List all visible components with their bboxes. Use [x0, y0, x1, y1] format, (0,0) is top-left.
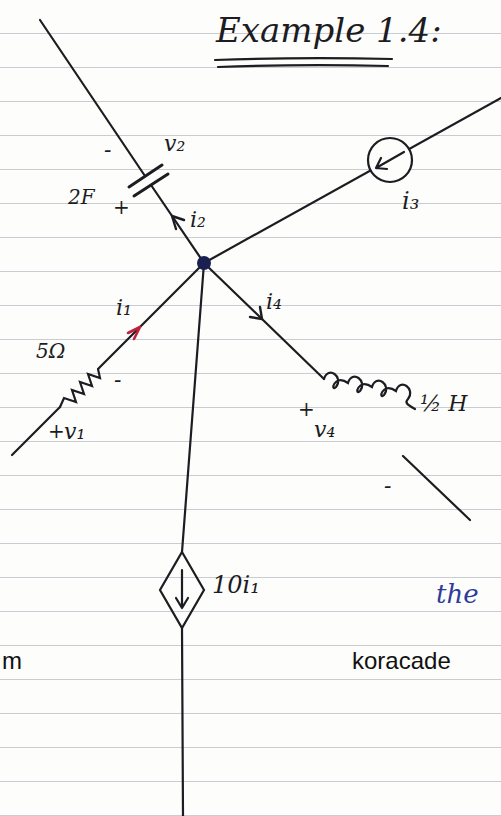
inductor-symbol: [324, 373, 415, 409]
title-underline: [215, 58, 392, 60]
watermark: m: [2, 648, 22, 674]
source-gain-label: 10i₁: [212, 572, 260, 598]
current-arrow: [250, 307, 262, 319]
junction-dot: [197, 256, 211, 270]
title: Example 1.4:: [216, 12, 442, 49]
current-arrow: [128, 327, 140, 339]
voltage-label: v₄: [314, 418, 335, 442]
capacitor-plate: [134, 174, 168, 196]
dependent-source-symbol: [160, 552, 204, 628]
voltage-label: v₂: [164, 132, 185, 156]
polarity-sign: -: [384, 474, 391, 498]
current-label: i₁: [116, 296, 132, 320]
current-source-symbol: [368, 138, 412, 182]
current-arrow: [172, 216, 184, 229]
wire: [403, 456, 470, 520]
wire: [204, 263, 324, 379]
polarity-sign: +: [113, 196, 130, 218]
wire: [182, 263, 204, 552]
title-underline: [218, 65, 388, 67]
current-arrow: [376, 152, 404, 169]
resistor-symbol: [60, 369, 100, 407]
polarity-sign: -: [114, 368, 121, 392]
wire: [204, 98, 501, 263]
capacitor-plate: [129, 165, 162, 187]
wire: [40, 20, 145, 176]
voltage-label: v₁: [64, 420, 85, 444]
value-label: 2F: [68, 186, 95, 208]
polarity-sign: +: [48, 420, 65, 442]
current-label: i₄: [266, 290, 282, 314]
current-label: i₂: [190, 208, 206, 232]
wire: [98, 263, 204, 369]
wire: [182, 628, 183, 816]
polarity-sign: -: [104, 138, 111, 162]
value-label: ½ H: [420, 392, 468, 416]
current-arrow: [176, 570, 188, 608]
value-label: 5Ω: [36, 340, 65, 362]
handwritten-note: the: [436, 580, 479, 609]
current-label: i₃: [402, 188, 419, 214]
polarity-sign: +: [298, 398, 315, 420]
watermark: koracade: [352, 648, 451, 674]
